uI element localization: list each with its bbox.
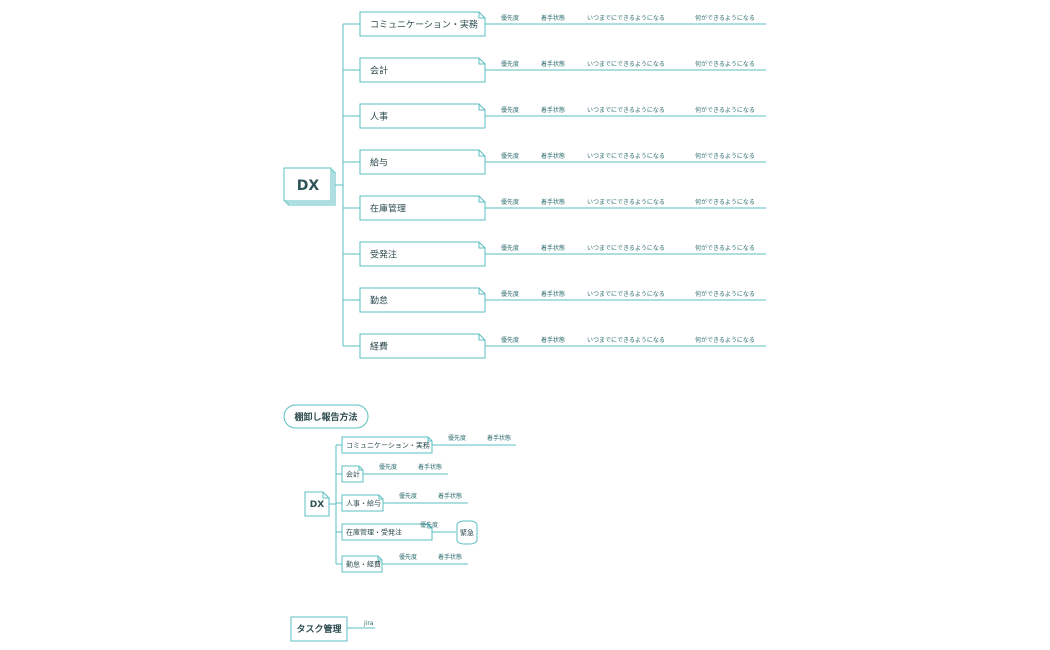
- dx-branch-node[interactable]: 給与: [359, 149, 486, 175]
- inventory-branch-node[interactable]: 在庫管理・受発注: [341, 523, 433, 541]
- dx-branch-node[interactable]: 会計: [359, 57, 486, 83]
- dx-branch-attribute: 着手状態: [541, 152, 565, 160]
- dx-sub-root-node[interactable]: DX: [304, 491, 330, 517]
- mind-map-inventory-report: 棚卸し報告方法 DX コミュニケーション・実務優先度着手状態会計優先度着手状態人…: [283, 404, 516, 573]
- inventory-report-title-node[interactable]: 棚卸し報告方法: [283, 404, 369, 429]
- inventory-branch-node[interactable]: 人事・給与: [341, 494, 384, 512]
- dx-branch-label: コミュニケーション・実務: [370, 19, 478, 31]
- jira-label: jira: [363, 620, 374, 627]
- dx-branch-attribute: 着手状態: [541, 198, 565, 206]
- inventory-branch-attribute: 優先度: [448, 434, 466, 442]
- inventory-branch-label: コミュニケーション・実務: [346, 441, 430, 450]
- dx-branch-node[interactable]: 経費: [359, 333, 486, 359]
- dx-branch-node[interactable]: コミュニケーション・実務: [359, 11, 486, 37]
- dx-branch-attribute: 着手状態: [541, 14, 565, 22]
- dx-branch-label: 会計: [370, 65, 388, 77]
- dx-branch-attribute: 何ができるようになる: [695, 336, 755, 344]
- inventory-branch-attribute: 着手状態: [418, 463, 442, 471]
- dx-root-label: DX: [297, 178, 320, 194]
- dx-branch-attribute: 何ができるようになる: [695, 14, 755, 22]
- urgent-badge-label: 緊急: [460, 528, 474, 537]
- dx-branch-label: 勤怠: [370, 295, 388, 307]
- dx-branch-attribute: 優先度: [501, 60, 519, 68]
- dx-branch-attribute: いつまでにできるようになる: [587, 199, 665, 206]
- dx-branch-node[interactable]: 受発注: [359, 241, 486, 267]
- dx-branch-attribute: いつまでにできるようになる: [587, 153, 665, 160]
- dx-branch-label: 経費: [370, 341, 388, 353]
- inventory-branch-label: 勤怠・経費: [346, 560, 381, 569]
- dx-branch-attribute: いつまでにできるようになる: [587, 245, 665, 252]
- inventory-branch-label: 人事・給与: [346, 499, 381, 508]
- dx-branch-attribute: 何ができるようになる: [695, 60, 755, 68]
- dx-branch-attribute: 優先度: [501, 14, 519, 22]
- dx-branch-attribute: いつまでにできるようになる: [587, 15, 665, 22]
- dx-branch-attribute: 何ができるようになる: [695, 198, 755, 206]
- dx-branch-attribute: 優先度: [501, 106, 519, 114]
- dx-branch-attribute: いつまでにできるようになる: [587, 337, 665, 344]
- inventory-branch-attribute: 優先度: [399, 492, 417, 500]
- dx-branch-attribute: 何ができるようになる: [695, 106, 755, 114]
- inventory-branch-attribute: 優先度: [399, 553, 417, 561]
- dx-branch-label: 在庫管理: [370, 203, 406, 215]
- dx-branch-attribute: 優先度: [501, 152, 519, 160]
- dx-branch-attribute: 何ができるようになる: [695, 290, 755, 298]
- dx-branch-node[interactable]: 勤怠: [359, 287, 486, 313]
- dx-branch-attribute: いつまでにできるようになる: [587, 107, 665, 114]
- dx-branch-node[interactable]: 在庫管理: [359, 195, 486, 221]
- dx-branch-attribute: 優先度: [501, 198, 519, 206]
- inventory-branch-node[interactable]: 勤怠・経費: [341, 555, 383, 573]
- inventory-branch-node[interactable]: 会計: [341, 465, 364, 483]
- inventory-branch-label: 会計: [346, 470, 360, 479]
- task-management-title: タスク管理: [296, 623, 341, 635]
- dx-branch-label: 受発注: [370, 249, 397, 261]
- dx-branch-attribute: 着手状態: [541, 60, 565, 68]
- dx-branch-attribute: 着手状態: [541, 106, 565, 114]
- inventory-branch-attribute: 着手状態: [438, 553, 462, 561]
- dx-sub-root-label: DX: [310, 500, 324, 510]
- dx-branch-attribute: 優先度: [501, 290, 519, 298]
- inventory-branch-attribute: 優先度: [420, 521, 438, 529]
- dx-branch-attribute: 着手状態: [541, 336, 565, 344]
- inventory-branch-node[interactable]: コミュニケーション・実務: [341, 436, 433, 454]
- dx-branch-attribute: いつまでにできるようになる: [587, 291, 665, 298]
- inventory-branch-label: 在庫管理・受発注: [346, 528, 402, 537]
- inventory-report-title: 棚卸し報告方法: [294, 411, 357, 423]
- dx-branch-attribute: 何ができるようになる: [695, 244, 755, 252]
- task-management-node[interactable]: タスク管理: [290, 616, 348, 642]
- dx-branch-attribute: 何ができるようになる: [695, 152, 755, 160]
- mind-map-dx: DX コミュニケーション・実務優先度着手状態いつまでにできるようになる何ができる…: [283, 11, 766, 359]
- inventory-branch-attribute: 優先度: [379, 463, 397, 471]
- urgent-badge[interactable]: 緊急: [456, 520, 478, 545]
- dx-branch-attribute: 着手状態: [541, 244, 565, 252]
- inventory-branch-attribute: 着手状態: [438, 492, 462, 500]
- dx-branch-label: 人事: [370, 111, 388, 123]
- dx-branch-attribute: 優先度: [501, 244, 519, 252]
- dx-branch-attribute: いつまでにできるようになる: [587, 61, 665, 68]
- inventory-branch-attribute: 着手状態: [487, 434, 511, 442]
- mind-map-task-management: タスク管理 jira: [290, 616, 375, 642]
- dx-branch-label: 給与: [370, 157, 388, 169]
- dx-branch-node[interactable]: 人事: [359, 103, 486, 129]
- dx-root-node[interactable]: DX: [283, 167, 336, 206]
- dx-branch-attribute: 着手状態: [541, 290, 565, 298]
- dx-branch-attribute: 優先度: [501, 336, 519, 344]
